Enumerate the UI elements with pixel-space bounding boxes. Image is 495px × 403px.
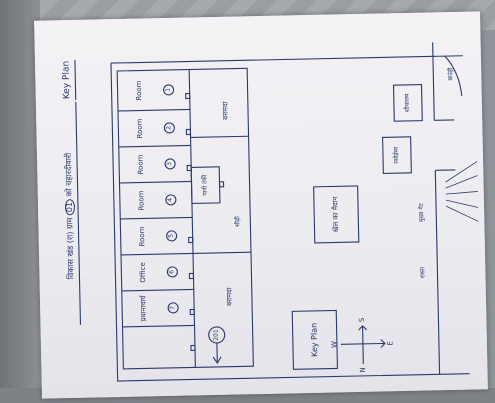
room-divider bbox=[119, 180, 192, 184]
compass-s: S bbox=[357, 317, 366, 323]
room-id-7: 7 bbox=[169, 305, 177, 310]
compass-e: E bbox=[386, 341, 395, 346]
floor-plan-drawing bbox=[74, 42, 479, 382]
boundary-wall-top bbox=[110, 55, 435, 64]
gate-line bbox=[432, 55, 463, 57]
corridor-line bbox=[188, 69, 196, 368]
toilet-box bbox=[392, 84, 423, 122]
toilet-label: शौचालय bbox=[403, 93, 412, 113]
room-label-7: प्रधानाचार्य bbox=[139, 295, 148, 322]
background-shadow bbox=[0, 0, 40, 403]
room-label-3: Room bbox=[136, 154, 145, 175]
room-id-2: 2 bbox=[165, 125, 173, 130]
room-divider bbox=[120, 216, 193, 220]
road-label: रास्ता bbox=[419, 266, 427, 279]
compass-rose bbox=[340, 325, 386, 364]
boundary-wall-right bbox=[434, 170, 441, 375]
compass-w: W bbox=[330, 340, 339, 349]
room-id-4: 4 bbox=[166, 197, 174, 202]
heading-suffix: को चहारदीवारी bbox=[63, 152, 74, 197]
building-outline bbox=[116, 67, 254, 370]
room-label-6: Office bbox=[138, 262, 148, 283]
start-arrowhead bbox=[212, 356, 222, 364]
room-divider bbox=[121, 252, 194, 256]
room-label-4: Room bbox=[137, 190, 146, 211]
room-divider bbox=[122, 324, 195, 328]
road-hatch bbox=[445, 161, 479, 222]
boundary-wall-gate-left bbox=[432, 42, 435, 121]
room-id-3: 3 bbox=[166, 161, 174, 166]
heading-key-plan: Key Plan bbox=[61, 60, 73, 100]
compass-n: N bbox=[358, 367, 368, 373]
boundary-wall bbox=[110, 63, 470, 382]
corner-note: बाउंड्री bbox=[447, 67, 455, 81]
room-label-2: Room bbox=[135, 118, 145, 139]
stair-label: सीढ़ी bbox=[234, 216, 242, 227]
gate-label: मुख्य गेट bbox=[417, 203, 426, 223]
room-label-1: Room bbox=[134, 80, 144, 101]
room-id-1: 1 bbox=[164, 87, 172, 92]
heading-circled-number: 01 bbox=[64, 198, 76, 216]
corridor-divider bbox=[190, 135, 249, 139]
heading-prefix: विकास खंड (रा) ग्राम bbox=[65, 217, 76, 280]
playground-label: खेल का मैदान bbox=[331, 196, 341, 233]
start-marker-label: 201 bbox=[212, 329, 220, 341]
corridor-divider bbox=[192, 251, 251, 254]
room-divider bbox=[117, 108, 190, 112]
corridor-label-bottom: बरामदा bbox=[225, 287, 234, 306]
door-ticks bbox=[185, 92, 225, 352]
stair-box-label: पानी टंकी bbox=[201, 174, 209, 196]
paper-sheet: विकास खंड (रा) ग्राम 01 को चहारदीवारी Ke… bbox=[34, 11, 488, 399]
key-plan-underline bbox=[74, 59, 77, 100]
corridor-label-top: बरामदा bbox=[221, 101, 230, 120]
kitchen-box bbox=[382, 136, 412, 174]
room-markers bbox=[163, 84, 179, 314]
heading-underline bbox=[75, 101, 82, 325]
kitchen-label: रसोईघर bbox=[392, 146, 401, 164]
room-divider bbox=[121, 288, 194, 292]
playground-box bbox=[313, 185, 360, 244]
key-plan-box-label: Key Plan bbox=[309, 322, 320, 358]
gate-arc bbox=[444, 55, 463, 96]
room-label-5: Room bbox=[137, 226, 147, 247]
room-id-5: 5 bbox=[167, 233, 175, 238]
room-id-6: 6 bbox=[168, 269, 176, 274]
room-divider bbox=[118, 144, 191, 148]
key-plan-box bbox=[291, 309, 339, 370]
